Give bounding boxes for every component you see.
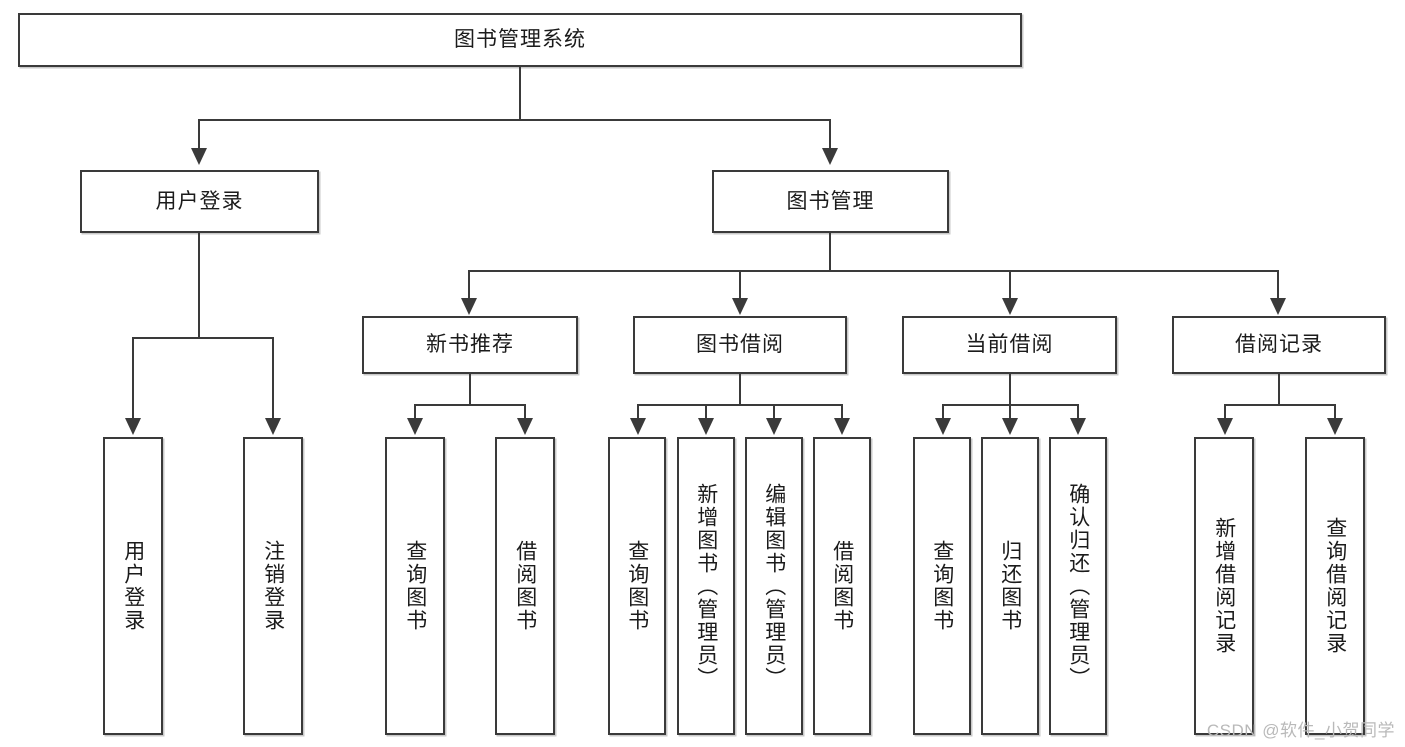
csdn-watermark: CSDN @软件_小贺同学 <box>1206 721 1395 740</box>
arrowhead-book-mgmt-to-record <box>1270 298 1286 315</box>
node-new-book-recommend[interactable]: 新书推荐 <box>362 316 578 374</box>
leaf-logout[interactable]: 注销登录 <box>243 437 303 735</box>
connector-new-book-to-leaf1 <box>414 404 416 419</box>
arrowhead-borrow-to-leaf1 <box>630 418 646 435</box>
leaf-record-add-record-label: 新增借阅记录 <box>1212 517 1236 655</box>
connector-book-mgmt-stem <box>829 233 831 271</box>
connector-new-book-stem <box>469 374 471 405</box>
leaf-record-add-record[interactable]: 新增借阅记录 <box>1194 437 1254 735</box>
connector-book-mgmt-bus <box>468 270 1279 272</box>
connector-user-login-bus <box>132 337 273 339</box>
arrowhead-root-to-book-mgmt <box>822 148 838 165</box>
connector-root-to-book-mgmt <box>829 119 831 149</box>
leaf-current-confirm-return[interactable]: 确认归还（管理员） <box>1049 437 1107 735</box>
connector-borrow-to-leaf4 <box>841 404 843 419</box>
leaf-user-login[interactable]: 用户登录 <box>103 437 163 735</box>
leaf-current-return-book[interactable]: 归还图书 <box>981 437 1039 735</box>
arrowhead-root-to-user-login <box>191 148 207 165</box>
connector-book-mgmt-to-borrow <box>739 270 741 299</box>
arrowhead-current-to-leaf2 <box>1002 418 1018 435</box>
arrowhead-book-mgmt-to-new-book <box>461 298 477 315</box>
connector-root-to-user-login <box>198 119 200 149</box>
node-book-management-label: 图书管理 <box>786 189 875 213</box>
connector-new-book-bus <box>414 404 526 406</box>
arrowhead-user-login-to-leaf1 <box>125 418 141 435</box>
leaf-borrow-query-book-label: 查询图书 <box>625 540 649 632</box>
connector-current-to-leaf1 <box>942 404 944 419</box>
node-root[interactable]: 图书管理系统 <box>18 13 1022 67</box>
arrowhead-borrow-to-leaf3 <box>766 418 782 435</box>
node-book-borrow[interactable]: 图书借阅 <box>633 316 847 374</box>
connector-book-mgmt-to-current <box>1009 270 1011 299</box>
connector-borrow-to-leaf2 <box>705 404 707 419</box>
arrowhead-current-to-leaf1 <box>935 418 951 435</box>
leaf-logout-label: 注销登录 <box>261 540 285 632</box>
connector-book-mgmt-to-record <box>1277 270 1279 299</box>
arrowhead-new-book-to-leaf2 <box>517 418 533 435</box>
leaf-borrow-borrow-book-label: 借阅图书 <box>830 540 854 632</box>
connector-current-to-leaf3 <box>1077 404 1079 419</box>
leaf-borrow-edit-book-label: 编辑图书（管理员） <box>762 482 786 690</box>
leaf-borrow-add-book[interactable]: 新增图书（管理员） <box>677 437 735 735</box>
leaf-current-query-book[interactable]: 查询图书 <box>913 437 971 735</box>
arrowhead-record-to-leaf1 <box>1217 418 1233 435</box>
node-root-label: 图书管理系统 <box>454 28 586 52</box>
connector-root-stem <box>519 67 521 120</box>
connector-record-bus <box>1224 404 1336 406</box>
arrowhead-record-to-leaf2 <box>1327 418 1343 435</box>
arrowhead-user-login-to-leaf2 <box>265 418 281 435</box>
leaf-current-return-book-label: 归还图书 <box>998 540 1022 632</box>
arrowhead-book-mgmt-to-current <box>1002 298 1018 315</box>
node-book-borrow-label: 图书借阅 <box>696 333 784 357</box>
node-borrow-record[interactable]: 借阅记录 <box>1172 316 1386 374</box>
connector-borrow-to-leaf1 <box>637 404 639 419</box>
leaf-record-query-record[interactable]: 查询借阅记录 <box>1305 437 1365 735</box>
leaf-borrow-add-book-label: 新增图书（管理员） <box>694 482 718 690</box>
node-user-login-label: 用户登录 <box>155 189 244 213</box>
connector-root-bus <box>198 119 831 121</box>
arrowhead-new-book-to-leaf1 <box>407 418 423 435</box>
connector-record-to-leaf1 <box>1224 404 1226 419</box>
leaf-borrow-borrow-book[interactable]: 借阅图书 <box>813 437 871 735</box>
leaf-borrow-edit-book[interactable]: 编辑图书（管理员） <box>745 437 803 735</box>
leaf-current-query-book-label: 查询图书 <box>930 540 954 632</box>
arrowhead-book-mgmt-to-borrow <box>732 298 748 315</box>
leaf-user-login-label: 用户登录 <box>121 540 145 632</box>
connector-user-login-stem <box>198 233 200 338</box>
leaf-borrow-query-book[interactable]: 查询图书 <box>608 437 666 735</box>
node-user-login[interactable]: 用户登录 <box>80 170 319 233</box>
leaf-newbook-borrow-book[interactable]: 借阅图书 <box>495 437 555 735</box>
connector-book-mgmt-to-new-book <box>468 270 470 299</box>
connector-user-login-to-leaf2 <box>272 337 274 419</box>
connector-current-stem <box>1009 374 1011 405</box>
arrowhead-current-to-leaf3 <box>1070 418 1086 435</box>
connector-borrow-to-leaf3 <box>773 404 775 419</box>
arrowhead-borrow-to-leaf2 <box>698 418 714 435</box>
node-new-book-recommend-label: 新书推荐 <box>426 333 514 357</box>
connector-record-stem <box>1278 374 1280 405</box>
connector-current-to-leaf2 <box>1009 404 1011 419</box>
leaf-newbook-borrow-book-label: 借阅图书 <box>513 540 537 632</box>
node-book-management[interactable]: 图书管理 <box>712 170 949 233</box>
arrowhead-borrow-to-leaf4 <box>834 418 850 435</box>
connector-user-login-to-leaf1 <box>132 337 134 419</box>
leaf-record-query-record-label: 查询借阅记录 <box>1323 517 1347 655</box>
node-current-borrow-label: 当前借阅 <box>965 333 1054 357</box>
leaf-newbook-query-book[interactable]: 查询图书 <box>385 437 445 735</box>
connector-borrow-bus <box>637 404 843 406</box>
connector-borrow-stem <box>739 374 741 405</box>
node-borrow-record-label: 借阅记录 <box>1235 333 1323 357</box>
leaf-newbook-query-book-label: 查询图书 <box>403 540 427 632</box>
connector-new-book-to-leaf2 <box>524 404 526 419</box>
node-current-borrow[interactable]: 当前借阅 <box>902 316 1117 374</box>
leaf-current-confirm-return-label: 确认归还（管理员） <box>1066 482 1090 690</box>
connector-record-to-leaf2 <box>1334 404 1336 419</box>
